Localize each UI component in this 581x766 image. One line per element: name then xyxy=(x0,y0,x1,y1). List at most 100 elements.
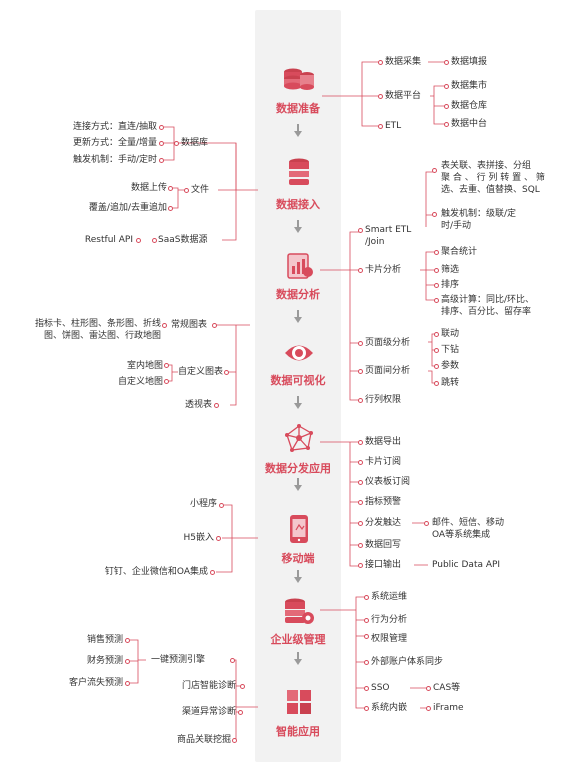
stage-title-smart: 智能应用 xyxy=(276,725,320,738)
connector-dot xyxy=(358,341,363,346)
node-api-output: 接口输出 xyxy=(365,560,402,570)
connector-dot xyxy=(164,379,169,384)
connector-dot xyxy=(364,634,369,639)
node-forecast-engine: 一键预测引擎 xyxy=(151,655,206,665)
connector-dot xyxy=(444,122,449,127)
connector-dot xyxy=(444,104,449,109)
node-sso: SSO xyxy=(371,683,390,693)
connector-dot xyxy=(159,125,164,130)
node-data-export: 数据导出 xyxy=(365,437,402,447)
flow-arrow xyxy=(297,124,299,132)
stage-title-visual: 数据可视化 xyxy=(270,374,326,387)
mobile-phone-icon xyxy=(290,515,308,543)
connector-dot xyxy=(434,268,439,273)
connector-dot xyxy=(358,500,363,505)
database-gear-icon xyxy=(285,598,314,624)
connector-dot xyxy=(162,323,167,328)
connector-dot xyxy=(434,332,439,337)
node-cas: CAS等 xyxy=(433,683,461,693)
stage-title-dist: 数据分发应用 xyxy=(265,462,331,475)
connector-dot xyxy=(358,398,363,403)
node-filter: 筛选 xyxy=(441,265,460,275)
connector-dot xyxy=(174,141,179,146)
connector-dot xyxy=(125,638,130,643)
connector-dot xyxy=(214,403,219,408)
node-custom-charts: 自定义图表 xyxy=(178,367,224,377)
node-system-embed: 系统内嵌 xyxy=(371,703,408,713)
connector-dot xyxy=(358,460,363,465)
node-channel-anomaly: 渠道异常诊断 xyxy=(181,707,236,717)
connector-dot xyxy=(444,60,449,65)
network-share-icon xyxy=(285,424,313,452)
connector-dot xyxy=(168,186,173,191)
connector-dot xyxy=(358,369,363,374)
node-account-sync: 外部账户体系同步 xyxy=(371,657,444,667)
node-pivot-table: 透视表 xyxy=(184,400,212,410)
connector-dot xyxy=(212,323,217,328)
connector-dot xyxy=(432,168,437,173)
node-dashboard-subscribe: 仪表板订阅 xyxy=(365,477,411,487)
connector-dot xyxy=(424,521,429,526)
connector-dot xyxy=(378,94,383,99)
connector-dot xyxy=(434,283,439,288)
node-etl-trigger: 触发机制：级联/定 时/手动 xyxy=(441,209,517,231)
connector-dot xyxy=(358,440,363,445)
node-store-diagnosis: 门店智能诊断 xyxy=(181,681,236,691)
flow-arrow xyxy=(297,396,299,404)
connector-dot xyxy=(216,536,221,541)
node-sort: 排序 xyxy=(441,280,460,290)
connector-dot xyxy=(364,660,369,665)
connector-dot xyxy=(434,381,439,386)
report-chart-icon xyxy=(287,253,313,279)
connector-dot xyxy=(444,84,449,89)
connector-dot xyxy=(164,363,169,368)
connector-dot xyxy=(434,364,439,369)
node-linkage: 联动 xyxy=(441,329,460,339)
connector-dot xyxy=(378,60,383,65)
node-row-col-permission: 行列权限 xyxy=(365,395,402,405)
connector-dot xyxy=(434,348,439,353)
flow-arrow xyxy=(294,403,302,409)
node-data-collect: 数据采集 xyxy=(385,57,422,67)
connector-dot xyxy=(426,686,431,691)
node-etl-operations: 表关联、表拼接、分组 聚 合 、 行 列 转 置 、 筛 选、去重、值替换、SQ… xyxy=(441,161,545,195)
node-restful-api: Restful API xyxy=(84,235,133,245)
node-mini-program: 小程序 xyxy=(189,499,217,509)
flow-arrow xyxy=(297,220,299,228)
node-iframe: iFrame xyxy=(433,703,464,713)
node-etl: ETL xyxy=(385,121,402,131)
stage-title-enterprise: 企业级管理 xyxy=(270,633,326,646)
node-indoor-map: 室内地图 xyxy=(126,361,163,371)
node-cross-page: 页面间分析 xyxy=(365,366,411,376)
node-drilldown: 下钻 xyxy=(441,345,460,355)
connector-dot xyxy=(364,618,369,623)
database-stack-icon xyxy=(284,68,314,90)
node-common-chart-list: 指标卡、柱形图、条形图、折线 图、饼图、雷达图、行政地图 xyxy=(34,319,161,341)
connector-dot xyxy=(358,480,363,485)
connector-dot xyxy=(432,212,437,217)
connector-dot xyxy=(358,268,363,273)
flow-arrow xyxy=(294,317,302,323)
node-saas-source: SaaS数据源 xyxy=(158,235,208,245)
flow-arrow xyxy=(294,131,302,137)
node-system-ops: 系统运维 xyxy=(371,592,408,602)
node-page-analysis: 页面级分析 xyxy=(365,338,411,348)
node-sales-forecast: 销售预测 xyxy=(86,635,123,645)
flow-arrow xyxy=(294,577,302,583)
node-reach-channels: 邮件、短信、移动 OA等系统集成 xyxy=(432,518,505,540)
flow-arrow xyxy=(294,227,302,233)
flow-arrow xyxy=(294,485,302,491)
connector-dot xyxy=(125,659,130,664)
node-conn-mode: 连接方式：直连/抽取 xyxy=(72,122,157,132)
stage-title-mobile: 移动端 xyxy=(281,552,315,565)
node-card-subscribe: 卡片订阅 xyxy=(365,457,402,467)
node-aggregate: 聚合统计 xyxy=(441,247,478,257)
node-data-fill: 数据填报 xyxy=(451,57,488,67)
node-data-mart: 数据集市 xyxy=(451,81,488,91)
connector-dot xyxy=(238,710,243,715)
node-data-writeback: 数据回写 xyxy=(365,540,402,550)
node-custom-map: 自定义地图 xyxy=(117,377,163,387)
node-data-platform: 数据平台 xyxy=(385,91,422,101)
flow-arrow xyxy=(294,659,302,665)
